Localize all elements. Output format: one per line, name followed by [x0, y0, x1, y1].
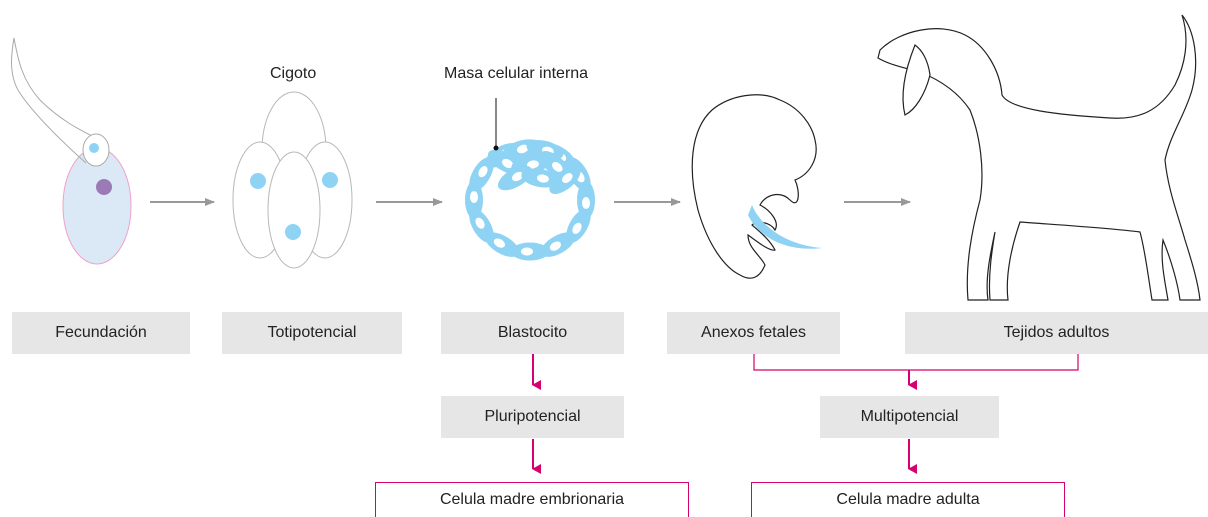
masa-pointer-dot [493, 145, 499, 151]
outcome-celula-madre-adulta: Celula madre adulta [751, 482, 1065, 517]
blastocyst-illustration [465, 139, 595, 261]
label-masa-celular-interna: Masa celular interna [444, 65, 589, 82]
dog-outline [877, 14, 1201, 301]
egg-nucleus [96, 179, 112, 195]
sperm-tail [11, 37, 97, 164]
dog-ear [902, 44, 931, 116]
bracket-anexos-tejidos [753, 354, 1079, 371]
trophoblast-cell [511, 242, 549, 261]
trophoblast-cell [540, 232, 576, 257]
potency-pluripotencial: Pluripotencial [441, 396, 624, 438]
outcome-celula-madre-embrionaria: Celula madre embrionaria [375, 482, 689, 517]
trophoblast-cell [577, 181, 595, 219]
stage-blastocito: Blastocito [441, 312, 624, 354]
stage-tejidos-adultos: Tejidos adultos [905, 312, 1208, 354]
stage-totipotencial: Totipotencial [222, 312, 402, 354]
zygote-illustration [232, 91, 353, 269]
blastomere-bottom [267, 151, 321, 269]
fetus-illustration [691, 94, 822, 279]
sperm-nucleus [89, 143, 99, 153]
label-cigoto: Cigoto [270, 65, 317, 82]
zygote-nucleus-right [322, 172, 338, 188]
dog-illustration [877, 14, 1201, 301]
fetus-outline [691, 94, 817, 279]
stage-anexos-fetales: Anexos fetales [667, 312, 840, 354]
zygote-nucleus-left [250, 173, 266, 189]
inner-mass-cell [521, 168, 559, 188]
zygote-nucleus-bottom [285, 224, 301, 240]
stage-fecundacion: Fecundación [12, 312, 190, 354]
trophoblast-cell [465, 181, 483, 219]
potency-multipotencial: Multipotencial [820, 396, 999, 438]
fecundation-illustration [11, 37, 132, 265]
inner-mass-cell [549, 165, 581, 195]
fetus-umbilical [748, 205, 822, 249]
